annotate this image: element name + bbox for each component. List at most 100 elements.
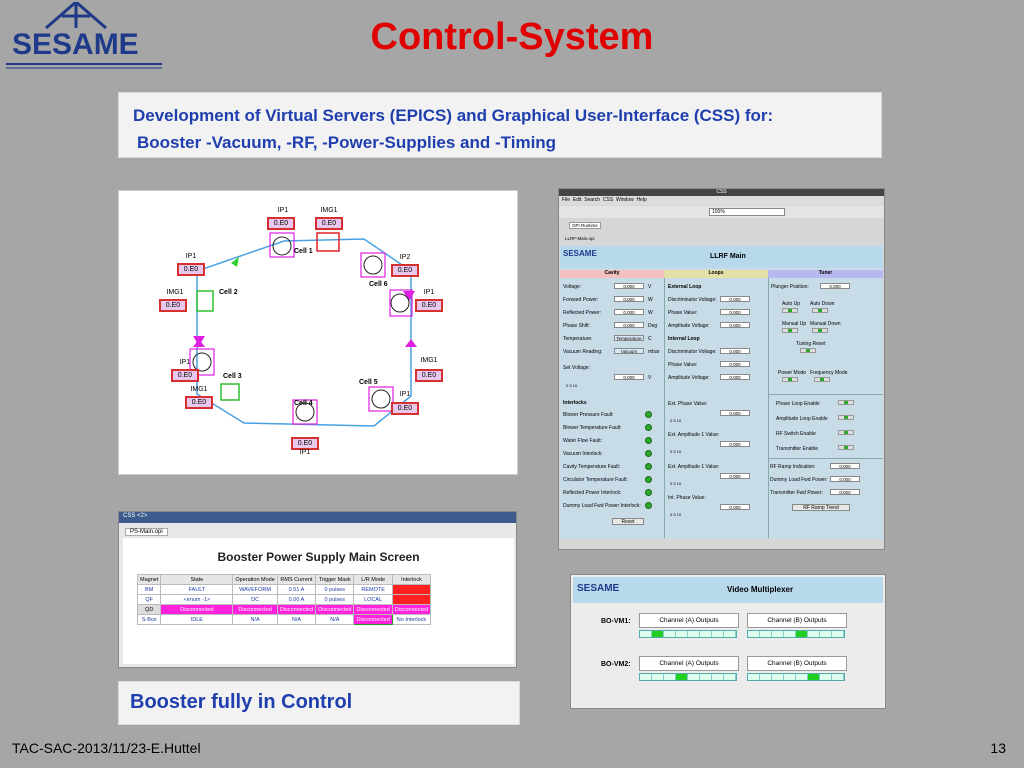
cav-vacuum-value: Vacuum xyxy=(614,348,644,354)
intro-line-1: Development of Virtual Servers (EPICS) a… xyxy=(133,106,774,125)
ps-cell: No Interlock xyxy=(391,614,432,625)
ext-amp1-set-value[interactable]: 0.000 xyxy=(720,441,750,447)
table-row: BM FAULT WAVEFORM 0.51 A 0 pulses REMOTE xyxy=(136,584,432,595)
ps-cell: 0.51 A xyxy=(276,584,317,595)
menu-css[interactable]: CSS xyxy=(602,197,614,203)
int-phase-scale: 0 5 10 xyxy=(670,512,682,517)
ip-reading-cell6: 0.E0 xyxy=(415,299,443,312)
enable-label: Transmitter Enable xyxy=(776,446,819,452)
ext-amp2-set-value[interactable]: 0.000 xyxy=(720,473,750,479)
img-tag-cell5: IMG1 xyxy=(420,357,438,364)
menu-window[interactable]: Window xyxy=(615,197,634,203)
summary-box: Booster fully in Control xyxy=(118,681,520,725)
ext-phase-set-value[interactable]: 0.000 xyxy=(720,410,750,416)
ps-cell: QD xyxy=(136,604,162,615)
ps-cell: 0 pulses xyxy=(315,594,355,605)
interlock-led xyxy=(645,411,652,418)
frequency-mode-button[interactable] xyxy=(814,377,830,382)
img-reading-cell1: 0.E0 xyxy=(315,217,343,230)
interlock-led xyxy=(645,437,652,444)
ps-cell: Disconnected xyxy=(391,604,432,615)
footer-text: TAC-SAC-2013/11/23-E.Huttel xyxy=(12,740,201,756)
ps-cell: 0.00 A xyxy=(276,594,317,605)
rf-ramp-value: 0.000 xyxy=(830,463,860,469)
ip-reading-cell4: 0.E0 xyxy=(291,437,319,450)
ext-disc-value: 0.000 xyxy=(720,296,750,302)
vm1-channel-b-button[interactable]: Channel (B) Outputs xyxy=(747,613,847,628)
ext-amp1-scale: 0 5 10 xyxy=(670,449,682,454)
manual-down-button[interactable] xyxy=(812,328,828,333)
vm1-channel-a-button[interactable]: Channel (A) Outputs xyxy=(639,613,739,628)
menu-search[interactable]: Search xyxy=(584,197,601,203)
tuning-reset-button[interactable] xyxy=(800,348,816,353)
dummy-load-label: Dummy Load Fwd Power: xyxy=(770,477,828,483)
power-supply-screen: CSS <2> PS-Main.opi Booster Power Supply… xyxy=(118,511,517,668)
llrf-menubar: File Edit Search CSS Window Help xyxy=(559,196,884,205)
llrf-tab[interactable]: LLRF-Main.opi xyxy=(565,236,595,241)
ps-cell: BM xyxy=(136,584,162,595)
section-cavity: Cavity xyxy=(560,270,664,278)
menu-edit[interactable]: Edit xyxy=(572,197,582,203)
plunger-value: 0.000 xyxy=(820,283,850,289)
ext-phase-set-label: Ext. Phase Value: xyxy=(668,401,708,407)
ps-cell: N/A xyxy=(276,614,317,625)
int-phase-set-value[interactable]: 0.000 xyxy=(720,504,750,510)
cav-voltage-unit: V xyxy=(648,284,652,290)
power-mode-button[interactable] xyxy=(782,377,798,382)
reset-button[interactable]: Reset xyxy=(612,518,644,525)
auto-up-button[interactable] xyxy=(782,308,798,313)
interlock-label: Dummy Load Fwd Power Interlock: xyxy=(563,503,641,509)
ps-heading: Booster Power Supply Main Screen xyxy=(217,550,420,564)
cell-3-label: Cell 3 xyxy=(223,373,242,380)
rf-ramp-trend-button[interactable]: RF Ramp Trend xyxy=(792,504,850,511)
breadcrumb[interactable]: OPI Runtime xyxy=(569,222,601,229)
auto-down-button[interactable] xyxy=(812,308,828,313)
ext-amp1-set-label: Ext. Amplitude 1 Value: xyxy=(668,432,720,438)
ip-reading-cell3: 0.E0 xyxy=(171,369,199,382)
rf-ramp-label: RF Ramp Indication: xyxy=(770,464,816,470)
transmitter-enable-button[interactable] xyxy=(838,445,854,450)
amplitude-loop-enable-button[interactable] xyxy=(838,415,854,420)
vm2-channel-b-button[interactable]: Channel (B) Outputs xyxy=(747,656,847,671)
interlock-label: Reflected Power Interlock: xyxy=(563,490,622,496)
ps-cell: Disconnected xyxy=(232,604,278,615)
video-multiplexer-screen: SESAME Video Multiplexer BO-VM1: Channel… xyxy=(570,574,886,709)
cav-temp-unit: C xyxy=(648,336,652,342)
menu-help[interactable]: Help xyxy=(636,197,647,203)
interlock-led xyxy=(645,476,652,483)
external-loop-title: External Loop xyxy=(668,284,702,290)
phase-loop-enable-button[interactable] xyxy=(838,400,854,405)
ps-cell: 0 pulses xyxy=(315,584,355,595)
ip2-tag-cell6: IP2 xyxy=(399,254,411,261)
rf-switch-enable-button[interactable] xyxy=(838,430,854,435)
ip-reading-cell2: 0.E0 xyxy=(177,263,205,276)
cell-4-label: Cell 4 xyxy=(294,400,313,407)
zoom-select[interactable]: 100% xyxy=(709,208,785,216)
section-loops: Loops xyxy=(664,270,768,278)
img-reading-cell3: 0.E0 xyxy=(185,396,213,409)
vmux-heading: Video Multiplexer xyxy=(727,585,794,594)
cav-set-value[interactable]: 0.000 xyxy=(614,374,644,380)
page-number: 13 xyxy=(990,740,1006,756)
cell-6-label: Cell 6 xyxy=(369,281,388,288)
vm1-channel-b-indicators xyxy=(747,630,845,638)
ps-tab[interactable]: PS-Main.opi xyxy=(125,528,168,536)
img-reading-cell5: 0.E0 xyxy=(415,369,443,382)
ip-tag-cell2: IP1 xyxy=(185,253,197,260)
vm2-channel-a-button[interactable]: Channel (A) Outputs xyxy=(639,656,739,671)
vm1-label: BO-VM1: xyxy=(601,618,631,625)
cell-2-label: Cell 2 xyxy=(219,289,238,296)
cav-set-scale: 0 5 10 xyxy=(566,383,578,388)
ip-tag-cell1: IP1 xyxy=(277,207,289,214)
cav-refl-label: Reflected Power: xyxy=(563,310,602,316)
llrf-logo: SESAME xyxy=(563,249,597,258)
ps-cell: S-Box xyxy=(136,614,162,625)
menu-file[interactable]: File xyxy=(562,197,571,203)
manual-up-button[interactable] xyxy=(782,328,798,333)
ip-tag-cell6: IP1 xyxy=(423,289,435,296)
ps-cell: FAULT xyxy=(160,584,234,595)
ps-cell: N/A xyxy=(232,614,278,625)
cell-5-label: Cell 5 xyxy=(359,379,378,386)
interlocks-title: Interlocks xyxy=(563,400,587,406)
int-phase-set-label: Int. Phase Value: xyxy=(668,495,706,501)
